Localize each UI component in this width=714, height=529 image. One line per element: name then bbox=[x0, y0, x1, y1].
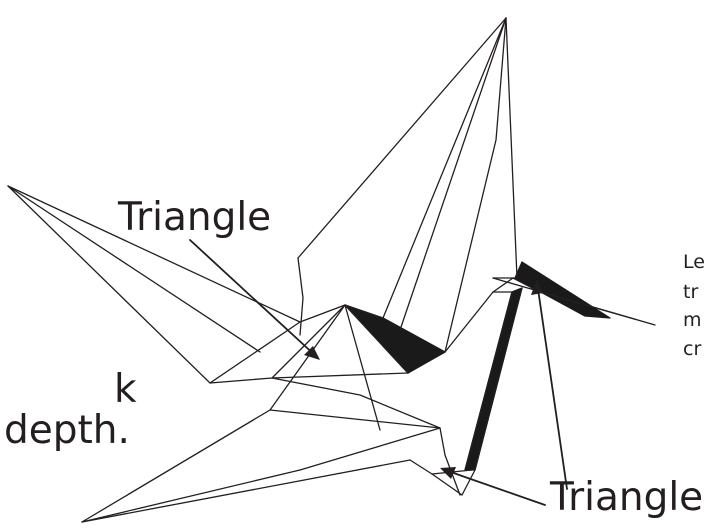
right-text-fragment-1: Le bbox=[683, 251, 705, 273]
crane-back-wing bbox=[297, 17, 518, 353]
crane-left-wing bbox=[7, 185, 346, 384]
arrowheads bbox=[304, 279, 543, 479]
left-text-fragment-1: k bbox=[114, 367, 137, 412]
arrow-line-bottom-triangle-left bbox=[444, 469, 546, 506]
arrowhead-bottom-left bbox=[440, 467, 456, 479]
arrowhead-top-triangle bbox=[304, 346, 320, 360]
callout-arrows bbox=[189, 239, 568, 506]
arrowhead-bottom-right bbox=[531, 279, 543, 295]
crane-neck-head bbox=[461, 277, 656, 496]
left-text-fragment-2: depth. bbox=[4, 408, 130, 453]
label-triangle-bottom: Triangle bbox=[549, 475, 703, 520]
arrow-line-bottom-triangle-right bbox=[536, 281, 568, 490]
crane-lower-body bbox=[81, 409, 473, 523]
crane-shadow-facets bbox=[344, 261, 611, 471]
right-text-fragment-3: m bbox=[683, 309, 702, 331]
right-text-fragment-4: cr bbox=[683, 338, 701, 360]
right-text-fragment-2: tr bbox=[683, 281, 698, 303]
arrow-line-top-triangle bbox=[189, 239, 319, 359]
crane-figure bbox=[7, 17, 656, 523]
label-triangle-top: Triangle bbox=[117, 195, 271, 240]
